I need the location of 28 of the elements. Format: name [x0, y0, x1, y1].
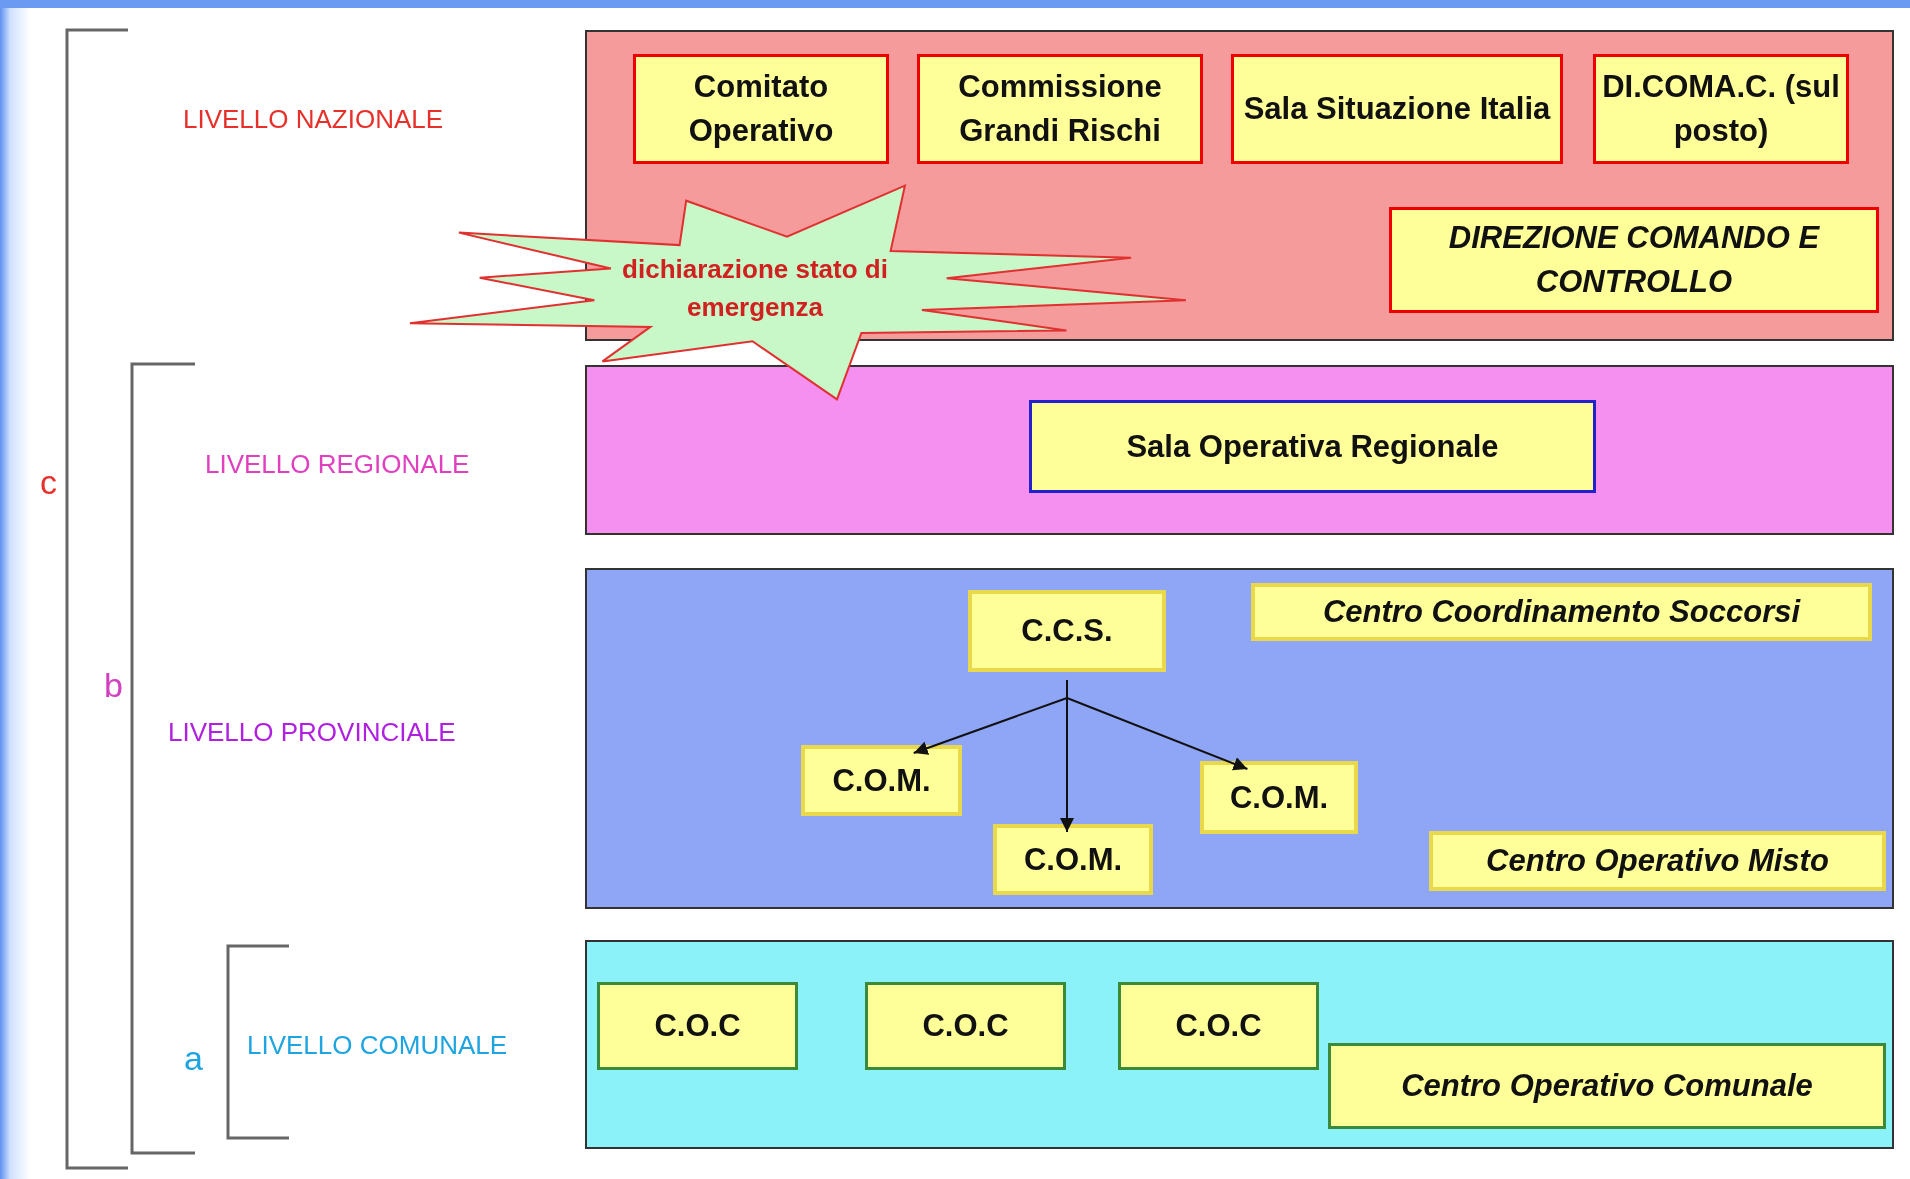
label-box: Comitato Operativo [633, 54, 889, 164]
level-label: LIVELLO COMUNALE [247, 1030, 508, 1061]
label-box: C.O.C [597, 982, 798, 1070]
label-box: C.O.C [865, 982, 1066, 1070]
level-band [585, 940, 1894, 1149]
label-box: C.C.S. [968, 590, 1166, 672]
label-box: Centro Operativo Comunale [1328, 1043, 1886, 1129]
level-band [585, 568, 1894, 909]
level-label: LIVELLO REGIONALE [205, 449, 470, 480]
label-box: DI.COMA.C. (sul posto) [1593, 54, 1849, 164]
label-box: C.O.C [1118, 982, 1319, 1070]
level-label: LIVELLO PROVINCIALE [168, 717, 456, 748]
label-box: C.O.M. [801, 745, 962, 816]
label-box: C.O.M. [993, 824, 1153, 895]
label-box: DIREZIONE COMANDO E CONTROLLO [1389, 207, 1879, 313]
bracket-letter: a [184, 1039, 203, 1078]
bracket-letter: b [104, 666, 123, 705]
level-band [585, 365, 1894, 535]
label-box: Centro Operativo Misto [1429, 831, 1886, 891]
arrow [1066, 679, 1249, 771]
label-box: Sala Operativa Regionale [1029, 400, 1596, 493]
label-box: Commissione Grandi Rischi [917, 54, 1203, 164]
starburst-text: dichiarazione stato di emergenza [621, 253, 889, 324]
label-box: C.O.M. [1200, 761, 1358, 834]
level-label: LIVELLO NAZIONALE [183, 104, 444, 135]
bracket-letter: c [40, 463, 57, 502]
label-box: Centro Coordinamento Soccorsi [1251, 583, 1872, 641]
label-box: Sala Situazione Italia [1231, 54, 1563, 164]
